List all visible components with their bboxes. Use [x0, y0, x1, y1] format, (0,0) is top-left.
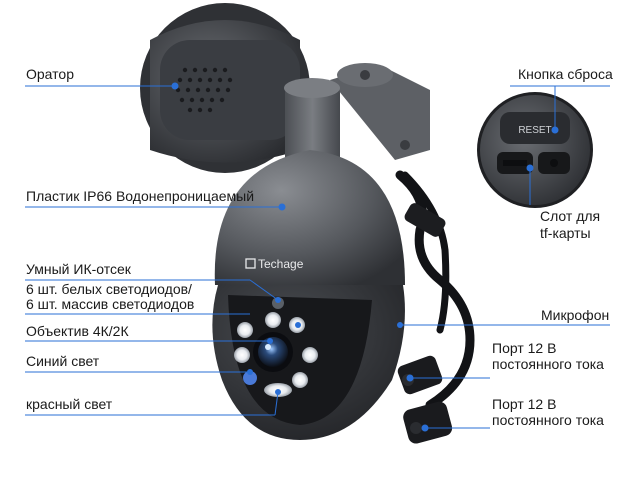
- label-tf-slot-line2: tf-карты: [540, 225, 591, 241]
- label-leds-line2: 6 шт. массив светодиодов: [26, 296, 195, 312]
- label-plastic-ip66: Пластик IP66 Водонепроницаемый: [26, 188, 255, 204]
- label-red-light: красный свет: [26, 396, 113, 412]
- label-dc-port1-line2: постоянного тока: [492, 356, 604, 372]
- label-leds-line1: 6 шт. белых светодиодов/: [26, 281, 192, 297]
- speaker-inset: [140, 3, 310, 173]
- label-dc-port2-line2: постоянного тока: [492, 412, 604, 428]
- label-tf-slot-line1: Слот для: [540, 208, 601, 224]
- reset-tf-inset: RESET: [477, 92, 593, 208]
- camera-lens: [253, 332, 293, 372]
- label-ir-cut: Умный ИК-отсек: [26, 261, 131, 277]
- speaker-grille-icon: [175, 67, 233, 113]
- wall-mount: [284, 63, 430, 165]
- led-array: [234, 297, 318, 397]
- label-microphone: Микрофон: [541, 307, 610, 323]
- label-blue-light: Синий свет: [26, 353, 100, 369]
- camera-dome: Techage: [214, 150, 405, 285]
- label-dc-port2-line1: Порт 12 В: [492, 396, 557, 412]
- label-lens: Объектив 4К/2К: [26, 323, 129, 339]
- label-speaker: Оратор: [26, 66, 74, 82]
- label-reset-button: Кнопка сброса: [518, 66, 613, 82]
- label-dc-port1-line1: Порт 12 В: [492, 340, 557, 356]
- cable-connectors: [397, 203, 453, 444]
- callout-lines: [25, 85, 610, 429]
- brand-logo: Techage: [258, 257, 304, 271]
- callout-dots: [171, 82, 559, 432]
- reset-inset-text: RESET: [518, 125, 551, 136]
